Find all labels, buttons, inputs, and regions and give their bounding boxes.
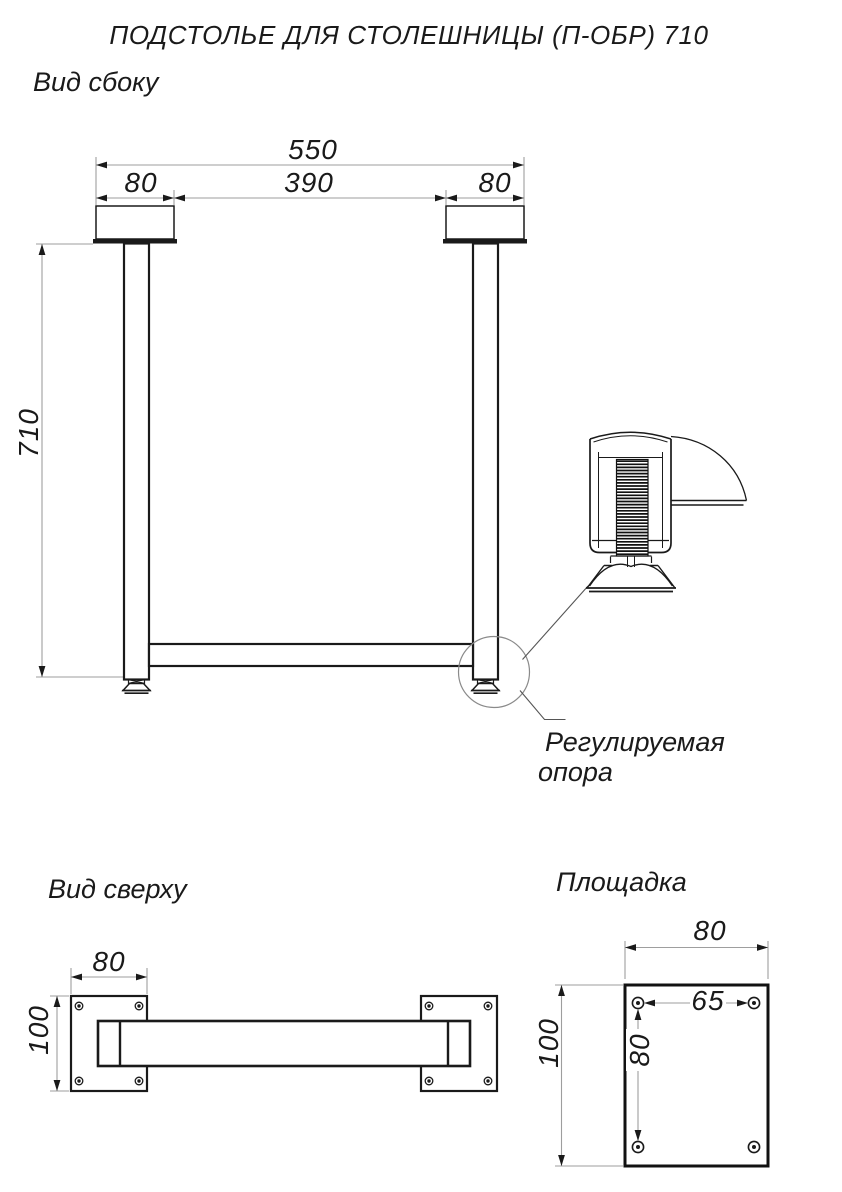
plate-dimension-100: 100 xyxy=(533,984,623,1167)
plate-dim-80-label: 80 xyxy=(693,915,726,946)
leader-line-to-detail xyxy=(522,585,589,660)
top-view-dim-100-label: 100 xyxy=(23,1005,54,1055)
plate-dimension-65: 65 xyxy=(644,985,748,1016)
thread-lines xyxy=(616,460,648,556)
detail-top-arc xyxy=(589,431,672,440)
plate-body-right xyxy=(445,205,525,240)
detail-flange xyxy=(671,499,747,506)
plate-holes xyxy=(631,996,761,1154)
top-view: Вид сверху 80 100 xyxy=(23,874,499,1093)
plate-body-left xyxy=(95,205,175,240)
adjustable-foot-left xyxy=(121,678,152,694)
plate-flange-left xyxy=(93,239,177,244)
leg-right xyxy=(471,242,500,681)
plate-dimension-80-vertical: 80 xyxy=(624,1009,655,1141)
leader-line-to-label xyxy=(519,690,566,721)
side-view-label: Вид сбоку xyxy=(33,67,160,97)
dimension-550: 550 xyxy=(96,134,524,169)
detail-foot-sides xyxy=(586,564,676,589)
top-view-dimension-100: 100 xyxy=(23,995,69,1092)
dimension-710: 710 xyxy=(13,244,46,677)
detail-foot-base xyxy=(586,587,676,593)
dim-710-label: 710 xyxy=(13,408,44,458)
crossbar xyxy=(147,642,475,668)
callout-text-line1: Регулируемая xyxy=(545,727,725,757)
drawing-title: ПОДСТОЛЬЕ ДЛЯ СТОЛЕШНИЦЫ (П-ОБР) 710 xyxy=(109,20,708,50)
detail-circle xyxy=(457,635,531,709)
side-view: 550 80 390 80 710 xyxy=(13,134,725,787)
top-view-label: Вид сверху xyxy=(48,874,188,904)
dimension-chain-80-390-80: 80 390 80 xyxy=(96,167,524,202)
top-view-dim-80-label: 80 xyxy=(92,946,125,977)
dim-550-label: 550 xyxy=(288,134,338,165)
detail-foot-dome xyxy=(588,563,674,587)
dim-80v-mask xyxy=(626,1029,650,1071)
adjustable-foot-right xyxy=(470,678,501,694)
dim-80-left-label: 80 xyxy=(124,167,157,198)
plate-view: Площадка 80 100 65 xyxy=(533,867,770,1168)
plate-dim-80v-label: 80 xyxy=(624,1033,655,1066)
plate-dimension-80: 80 xyxy=(624,915,769,979)
dim-65-mask xyxy=(690,989,726,1013)
foot-detail-view xyxy=(586,431,748,593)
detail-tube-inner-walls xyxy=(598,452,663,548)
callout-text-line2: опора xyxy=(538,757,613,787)
detail-break-arc xyxy=(670,435,748,501)
leg-left xyxy=(122,242,151,681)
mounting-plate-right xyxy=(443,205,527,244)
plate-outline xyxy=(623,983,770,1168)
plate-dim-65-label: 65 xyxy=(691,985,724,1016)
top-view-bar xyxy=(96,1019,472,1068)
top-view-dimension-80: 80 xyxy=(70,946,148,994)
mounting-plate-left xyxy=(93,205,177,244)
detail-foot-bracket xyxy=(609,555,653,563)
dim-80-right-label: 80 xyxy=(478,167,511,198)
plate-view-label: Площадка xyxy=(556,867,687,897)
top-plate-left-holes xyxy=(74,1001,144,1086)
top-plate-right-holes xyxy=(424,1001,493,1086)
top-view-bar-joints xyxy=(118,1022,450,1065)
plate-flange-right xyxy=(443,239,527,244)
plate-dim-100-label: 100 xyxy=(533,1018,564,1068)
dim-390-label: 390 xyxy=(284,167,334,198)
detail-top-arc-inner xyxy=(593,435,668,443)
